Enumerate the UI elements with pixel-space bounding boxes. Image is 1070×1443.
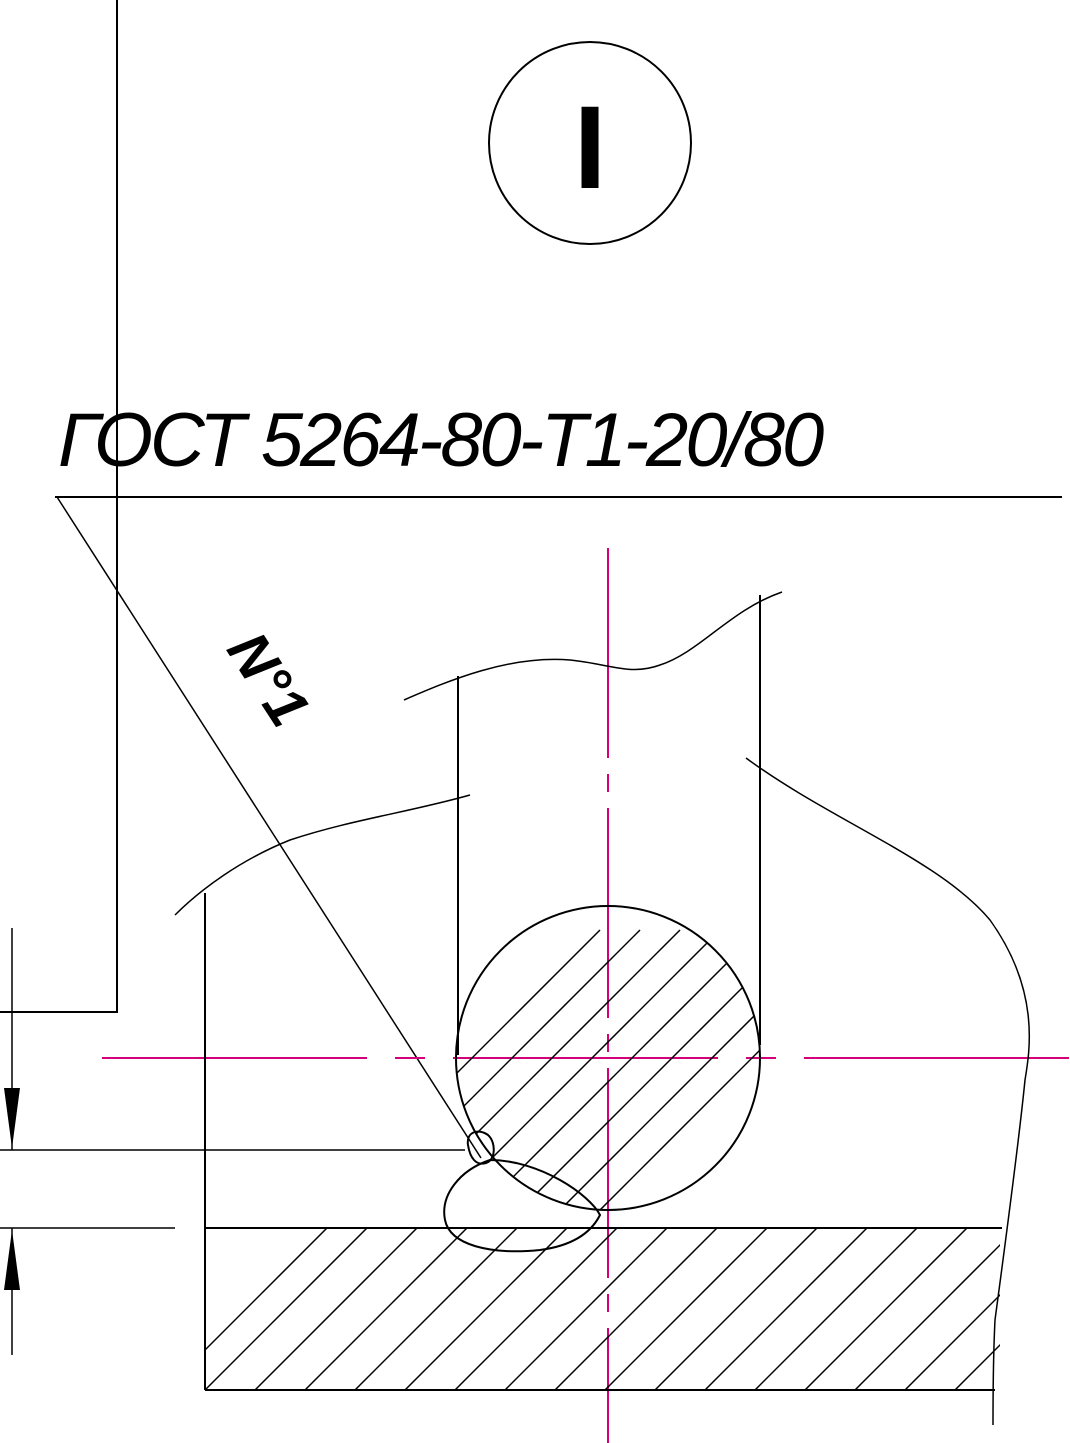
plate-break-line-left: [174, 794, 471, 916]
leader-line: [56, 496, 482, 1159]
dimension-arrow-down: [4, 1088, 20, 1148]
weld-bead-root: [466, 1130, 495, 1165]
base-plate-section: [205, 1227, 1002, 1391]
weld-bead-main: [443, 1158, 602, 1253]
rod-break-line-right: [745, 757, 1031, 1426]
weld-designation-text: ГОСТ 5264-80-Т1-20/80: [58, 398, 824, 483]
rod-break-line-top: [403, 591, 783, 701]
frame-line: [0, 0, 118, 1013]
detail-callout-label: I: [574, 82, 607, 214]
detail-callout-circle: [488, 41, 692, 245]
dimension-arrow-up: [4, 1230, 20, 1290]
round-bar-section: [455, 905, 761, 1211]
seam-number-text: N°1: [215, 621, 323, 738]
